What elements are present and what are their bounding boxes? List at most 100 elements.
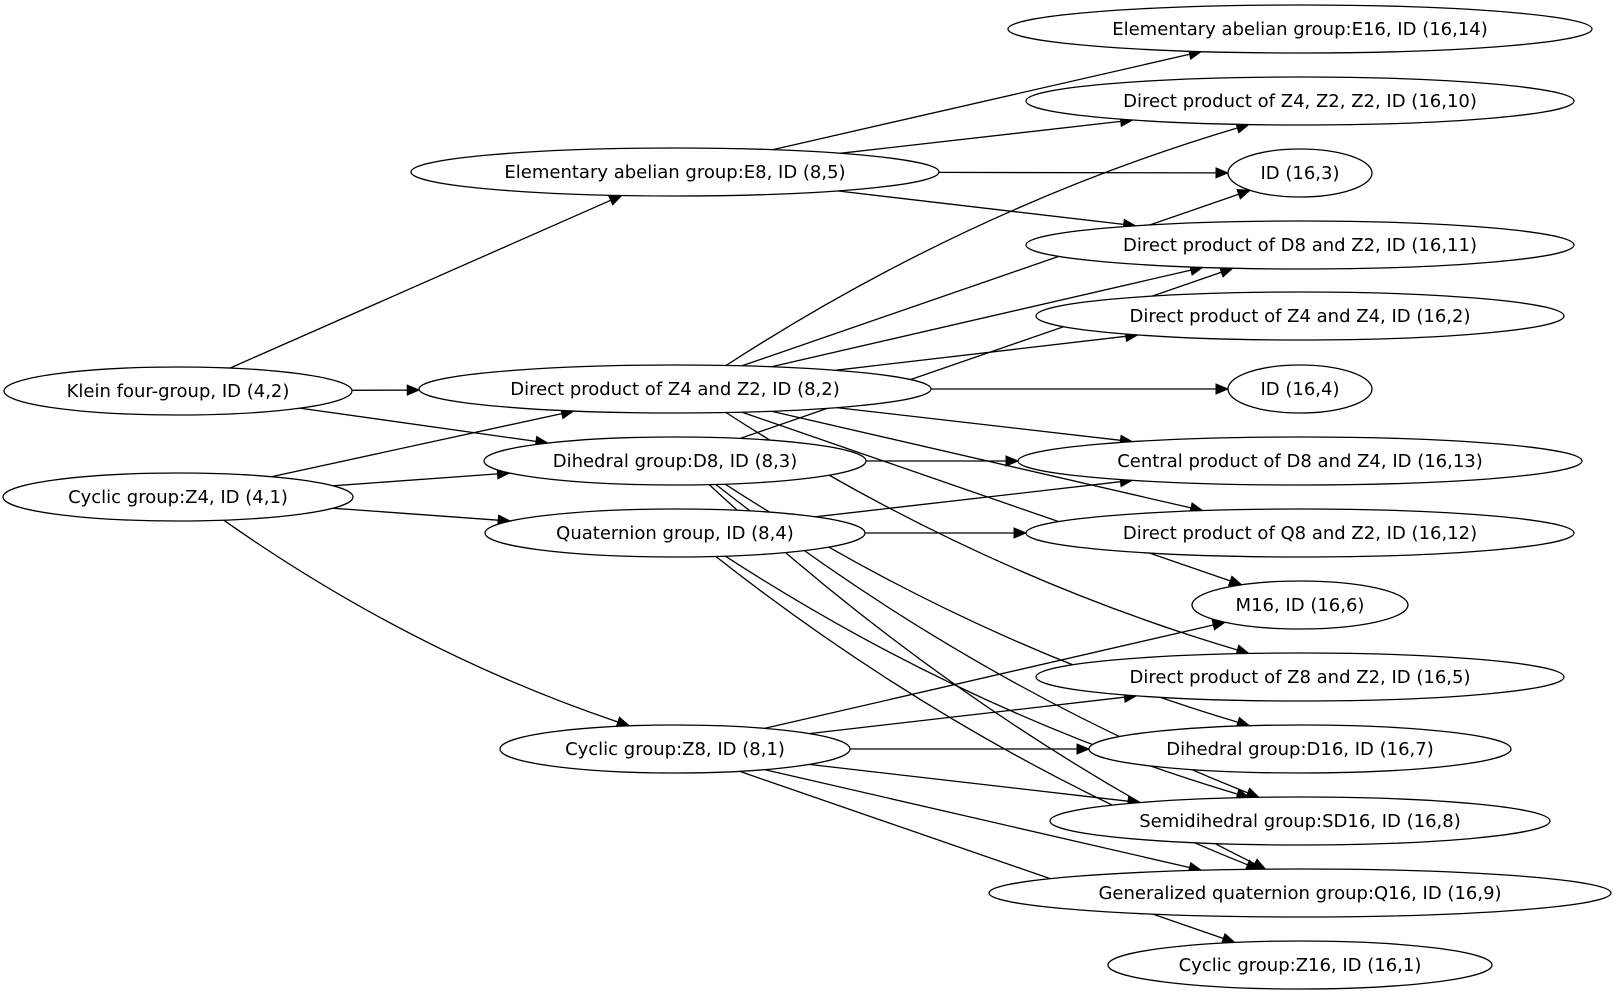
node-ellipse <box>1227 364 1373 414</box>
node-ellipse <box>1007 4 1593 54</box>
node-ellipse <box>1017 436 1583 486</box>
edge-line <box>740 271 1222 440</box>
node-label: Elementary abelian group:E16, ID (16,14) <box>1112 19 1488 40</box>
edge-e8-to-g1611 <box>837 190 1137 231</box>
node-d8: Dihedral group:D8, ID (8,3) <box>483 436 867 486</box>
node-label: Direct product of Q8 and Z2, ID (16,12) <box>1123 523 1477 544</box>
edge-z4-to-q8 <box>332 507 512 526</box>
node-label: Cyclic group:Z8, ID (8,1) <box>565 739 785 760</box>
node-g161: Cyclic group:Z16, ID (16,1) <box>1107 940 1493 990</box>
node-ellipse <box>484 508 866 558</box>
edge-line <box>839 120 1121 154</box>
node-ellipse <box>483 436 867 486</box>
node-label: Direct product of D8 and Z2, ID (16,11) <box>1123 235 1477 256</box>
node-klein: Klein four-group, ID (4,2) <box>3 366 353 416</box>
node-g166: M16, ID (16,6) <box>1191 580 1409 630</box>
node-label: Cyclic group:Z4, ID (4,1) <box>68 487 288 508</box>
edge-klein-to-e8 <box>229 194 623 369</box>
edge-line <box>808 696 1125 735</box>
edge-q8-to-g1612 <box>865 527 1028 539</box>
edge-z4z2-to-g162 <box>835 330 1140 371</box>
edge-line <box>299 407 537 443</box>
edge-d8-to-g1613 <box>866 455 1020 467</box>
node-label: Generalized quaternion group:Q16, ID (16… <box>1098 883 1501 904</box>
node-label: Direct product of Z4 and Z4, ID (16,2) <box>1130 306 1471 327</box>
edge-line <box>271 412 563 478</box>
arrowhead-icon <box>1215 167 1230 179</box>
node-ellipse <box>499 724 851 774</box>
node-label: Cyclic group:Z16, ID (16,1) <box>1179 955 1422 976</box>
edge-z8-to-g161 <box>739 770 1236 944</box>
node-g164: ID (16,4) <box>1227 364 1373 414</box>
edge-line <box>771 269 1192 368</box>
edge-line <box>835 335 1126 371</box>
node-ellipse <box>1191 580 1409 630</box>
node-g1611: Direct product of D8 and Z2, ID (16,11) <box>1025 220 1575 270</box>
edge-line <box>741 411 1231 582</box>
node-label: Direct product of Z4 and Z2, ID (8,2) <box>510 379 840 400</box>
node-g165: Direct product of Z8 and Z2, ID (16,5) <box>1035 652 1565 702</box>
edge-line <box>772 53 1190 151</box>
node-e8: Elementary abelian group:E8, ID (8,5) <box>410 147 940 197</box>
node-g168: Semidihedral group:SD16, ID (16,8) <box>1049 796 1551 846</box>
node-z4z2: Direct product of Z4 and Z2, ID (8,2) <box>418 364 932 414</box>
node-label: Elementary abelian group:E8, ID (8,5) <box>504 162 845 183</box>
node-z8: Cyclic group:Z8, ID (8,1) <box>499 724 851 774</box>
node-ellipse <box>2 472 354 522</box>
node-label: Dihedral group:D8, ID (8,3) <box>553 451 798 472</box>
node-e16: Elementary abelian group:E16, ID (16,14) <box>1007 4 1593 54</box>
edge-d8-to-g1611 <box>740 266 1234 440</box>
edge-line <box>764 768 1190 869</box>
node-g169: Generalized quaternion group:Q16, ID (16… <box>988 868 1612 918</box>
edge-line <box>837 190 1124 226</box>
node-g1613: Central product of D8 and Z4, ID (16,13) <box>1017 436 1583 486</box>
edge-z4-to-z8 <box>223 519 631 728</box>
node-ellipse <box>1025 220 1575 270</box>
edge-q8-to-g1613 <box>815 476 1134 518</box>
node-ellipse <box>1107 940 1493 990</box>
node-z4: Cyclic group:Z4, ID (4,1) <box>2 472 354 522</box>
nodes-layer: Klein four-group, ID (4,2) Cyclic group:Z… <box>2 4 1612 990</box>
node-label: Klein four-group, ID (4,2) <box>67 381 290 402</box>
node-g163: ID (16,3) <box>1227 148 1373 198</box>
edge-z4z2-to-g163 <box>741 188 1252 367</box>
edge-line <box>739 770 1224 940</box>
node-label: Semidihedral group:SD16, ID (16,8) <box>1139 811 1461 832</box>
node-ellipse <box>1025 76 1575 126</box>
node-label: Dihedral group:D16, ID (16,7) <box>1166 739 1434 760</box>
node-ellipse <box>1035 291 1565 341</box>
edge-z4z2-to-g1613 <box>836 406 1134 446</box>
node-g1610: Direct product of Z4, Z2, Z2, ID (16,10) <box>1025 76 1575 126</box>
arrowhead-icon <box>1215 383 1230 395</box>
node-label: Direct product of Z4, Z2, Z2, ID (16,10) <box>1123 91 1477 112</box>
node-label: Quaternion group, ID (8,4) <box>556 523 794 544</box>
node-label: ID (16,4) <box>1260 379 1339 400</box>
node-q8: Quaternion group, ID (8,4) <box>484 508 866 558</box>
node-ellipse <box>410 147 940 197</box>
edge-line <box>764 624 1214 730</box>
edge-klein-to-d8 <box>299 407 550 448</box>
node-label: Direct product of Z8 and Z2, ID (16,5) <box>1130 667 1471 688</box>
edge-z4-to-d8 <box>332 468 511 487</box>
node-label: Central product of D8 and Z4, ID (16,13) <box>1117 451 1483 472</box>
edge-line <box>229 199 611 369</box>
edge-line <box>815 481 1121 518</box>
edge-line <box>724 555 1238 795</box>
node-ellipse <box>1035 652 1565 702</box>
node-label: M16, ID (16,6) <box>1236 595 1365 616</box>
edge-z8-to-g165 <box>808 691 1138 735</box>
edge-line <box>223 519 619 723</box>
arrowhead-icon <box>1227 575 1243 587</box>
node-g167: Dihedral group:D16, ID (16,7) <box>1088 724 1512 774</box>
edge-line <box>808 763 1129 802</box>
node-ellipse <box>1227 148 1373 198</box>
edge-line <box>741 193 1239 367</box>
edge-e8-to-g163 <box>938 167 1230 179</box>
edge-line <box>725 127 1238 367</box>
edge-e8-to-g1610 <box>839 115 1134 154</box>
arrowhead-icon <box>406 384 421 396</box>
arrowhead-icon <box>1236 188 1252 200</box>
node-ellipse <box>1025 508 1575 558</box>
node-g162: Direct product of Z4 and Z4, ID (16,2) <box>1035 291 1565 341</box>
